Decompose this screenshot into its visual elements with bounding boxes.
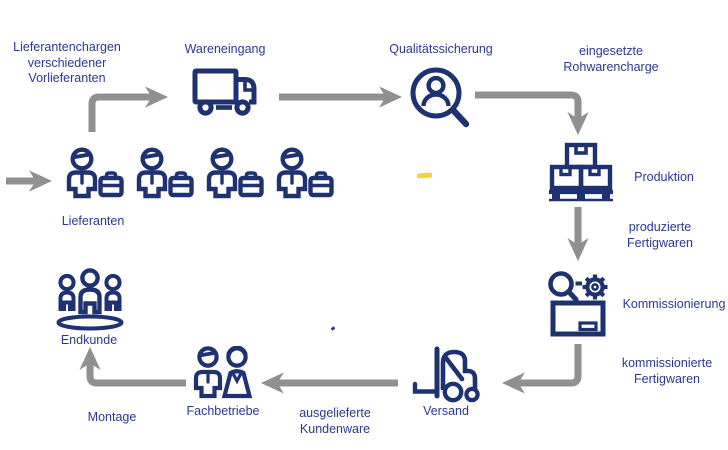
produktion-label: Produktion bbox=[634, 170, 694, 184]
vorlieferanten-line2: verschiedener bbox=[27, 55, 107, 70]
qualitaetssicherung-node bbox=[409, 66, 471, 130]
fachbetriebe-node bbox=[192, 346, 254, 404]
businessman-with-briefcase-icon bbox=[276, 147, 334, 199]
produzierte-line1: produzierte bbox=[628, 220, 692, 234]
vorlieferanten-line3: Vorlieferanten bbox=[28, 71, 106, 85]
versand-node bbox=[406, 346, 482, 404]
wareneingang-label: Wareneingang bbox=[184, 42, 266, 56]
kommissionierte-line2: Fertigwaren bbox=[634, 371, 700, 386]
businessman-with-briefcase-icon bbox=[136, 147, 194, 199]
fachbetriebe-label: Fachbetriebe bbox=[186, 404, 260, 418]
lieferanten-label: Lieferanten bbox=[61, 214, 125, 228]
arrow-qualitaetssicherung-to-produktion bbox=[475, 91, 589, 136]
ausgelieferte-line2: Kundenware bbox=[299, 421, 371, 436]
magnifier-person-icon bbox=[410, 67, 470, 128]
businessman-with-briefcase-icon bbox=[66, 147, 124, 199]
montage-label: Montage bbox=[87, 410, 137, 424]
vorlieferanten-label: Lieferantenchargen verschiedener Vorlief… bbox=[13, 40, 121, 87]
qualitaetssicherung-label: Qualitätssicherung bbox=[389, 42, 493, 56]
pallet-boxes-icon bbox=[549, 142, 613, 202]
endkunde-node bbox=[52, 266, 128, 332]
versand-label: Versand bbox=[423, 404, 469, 418]
businessman-with-briefcase-icon bbox=[206, 147, 264, 199]
arrow-lieferanten-to-wareneingang bbox=[88, 86, 169, 132]
rohwarencharge-line2: Rohwarencharge bbox=[563, 59, 659, 74]
forklift-icon bbox=[412, 346, 480, 403]
arrow-fachbetriebe-to-endkunde bbox=[79, 346, 186, 387]
truck-icon bbox=[192, 68, 257, 116]
yellow-mark-artifact bbox=[416, 172, 433, 179]
endkunde-label: Endkunde bbox=[60, 333, 118, 347]
man-woman-icon bbox=[193, 346, 253, 399]
lieferant-2 bbox=[132, 147, 194, 201]
ausgelieferte-line1: ausgelieferte bbox=[299, 406, 371, 420]
lieferant-3 bbox=[202, 147, 264, 201]
vorlieferanten-line1: Lieferantenchargen bbox=[13, 40, 121, 54]
produktion-node bbox=[548, 142, 614, 202]
rohwarencharge-line1: eingesetzte bbox=[579, 44, 643, 58]
arrow-kommissionierung-to-versand bbox=[501, 344, 582, 394]
produzierte-label: produzierte Fertigwaren bbox=[627, 220, 693, 251]
wareneingang-node bbox=[192, 68, 262, 116]
rohwarencharge-label: eingesetzte Rohwarencharge bbox=[563, 44, 658, 75]
kommissionierung-label: Kommissionierung bbox=[622, 297, 726, 311]
lieferant-1 bbox=[62, 147, 124, 201]
kommissionierung-node bbox=[546, 270, 612, 338]
lieferant-4 bbox=[272, 147, 334, 201]
kommissionierte-line1: kommissionierte bbox=[621, 356, 713, 370]
kommissionierte-label: kommissionierte Fertigwaren bbox=[622, 356, 712, 387]
box-magnifier-gear-icon bbox=[548, 271, 608, 337]
people-group-icon bbox=[56, 268, 124, 331]
produzierte-line2: Fertigwaren bbox=[627, 235, 693, 250]
ausgelieferte-label: ausgelieferte Kundenware bbox=[299, 406, 371, 437]
